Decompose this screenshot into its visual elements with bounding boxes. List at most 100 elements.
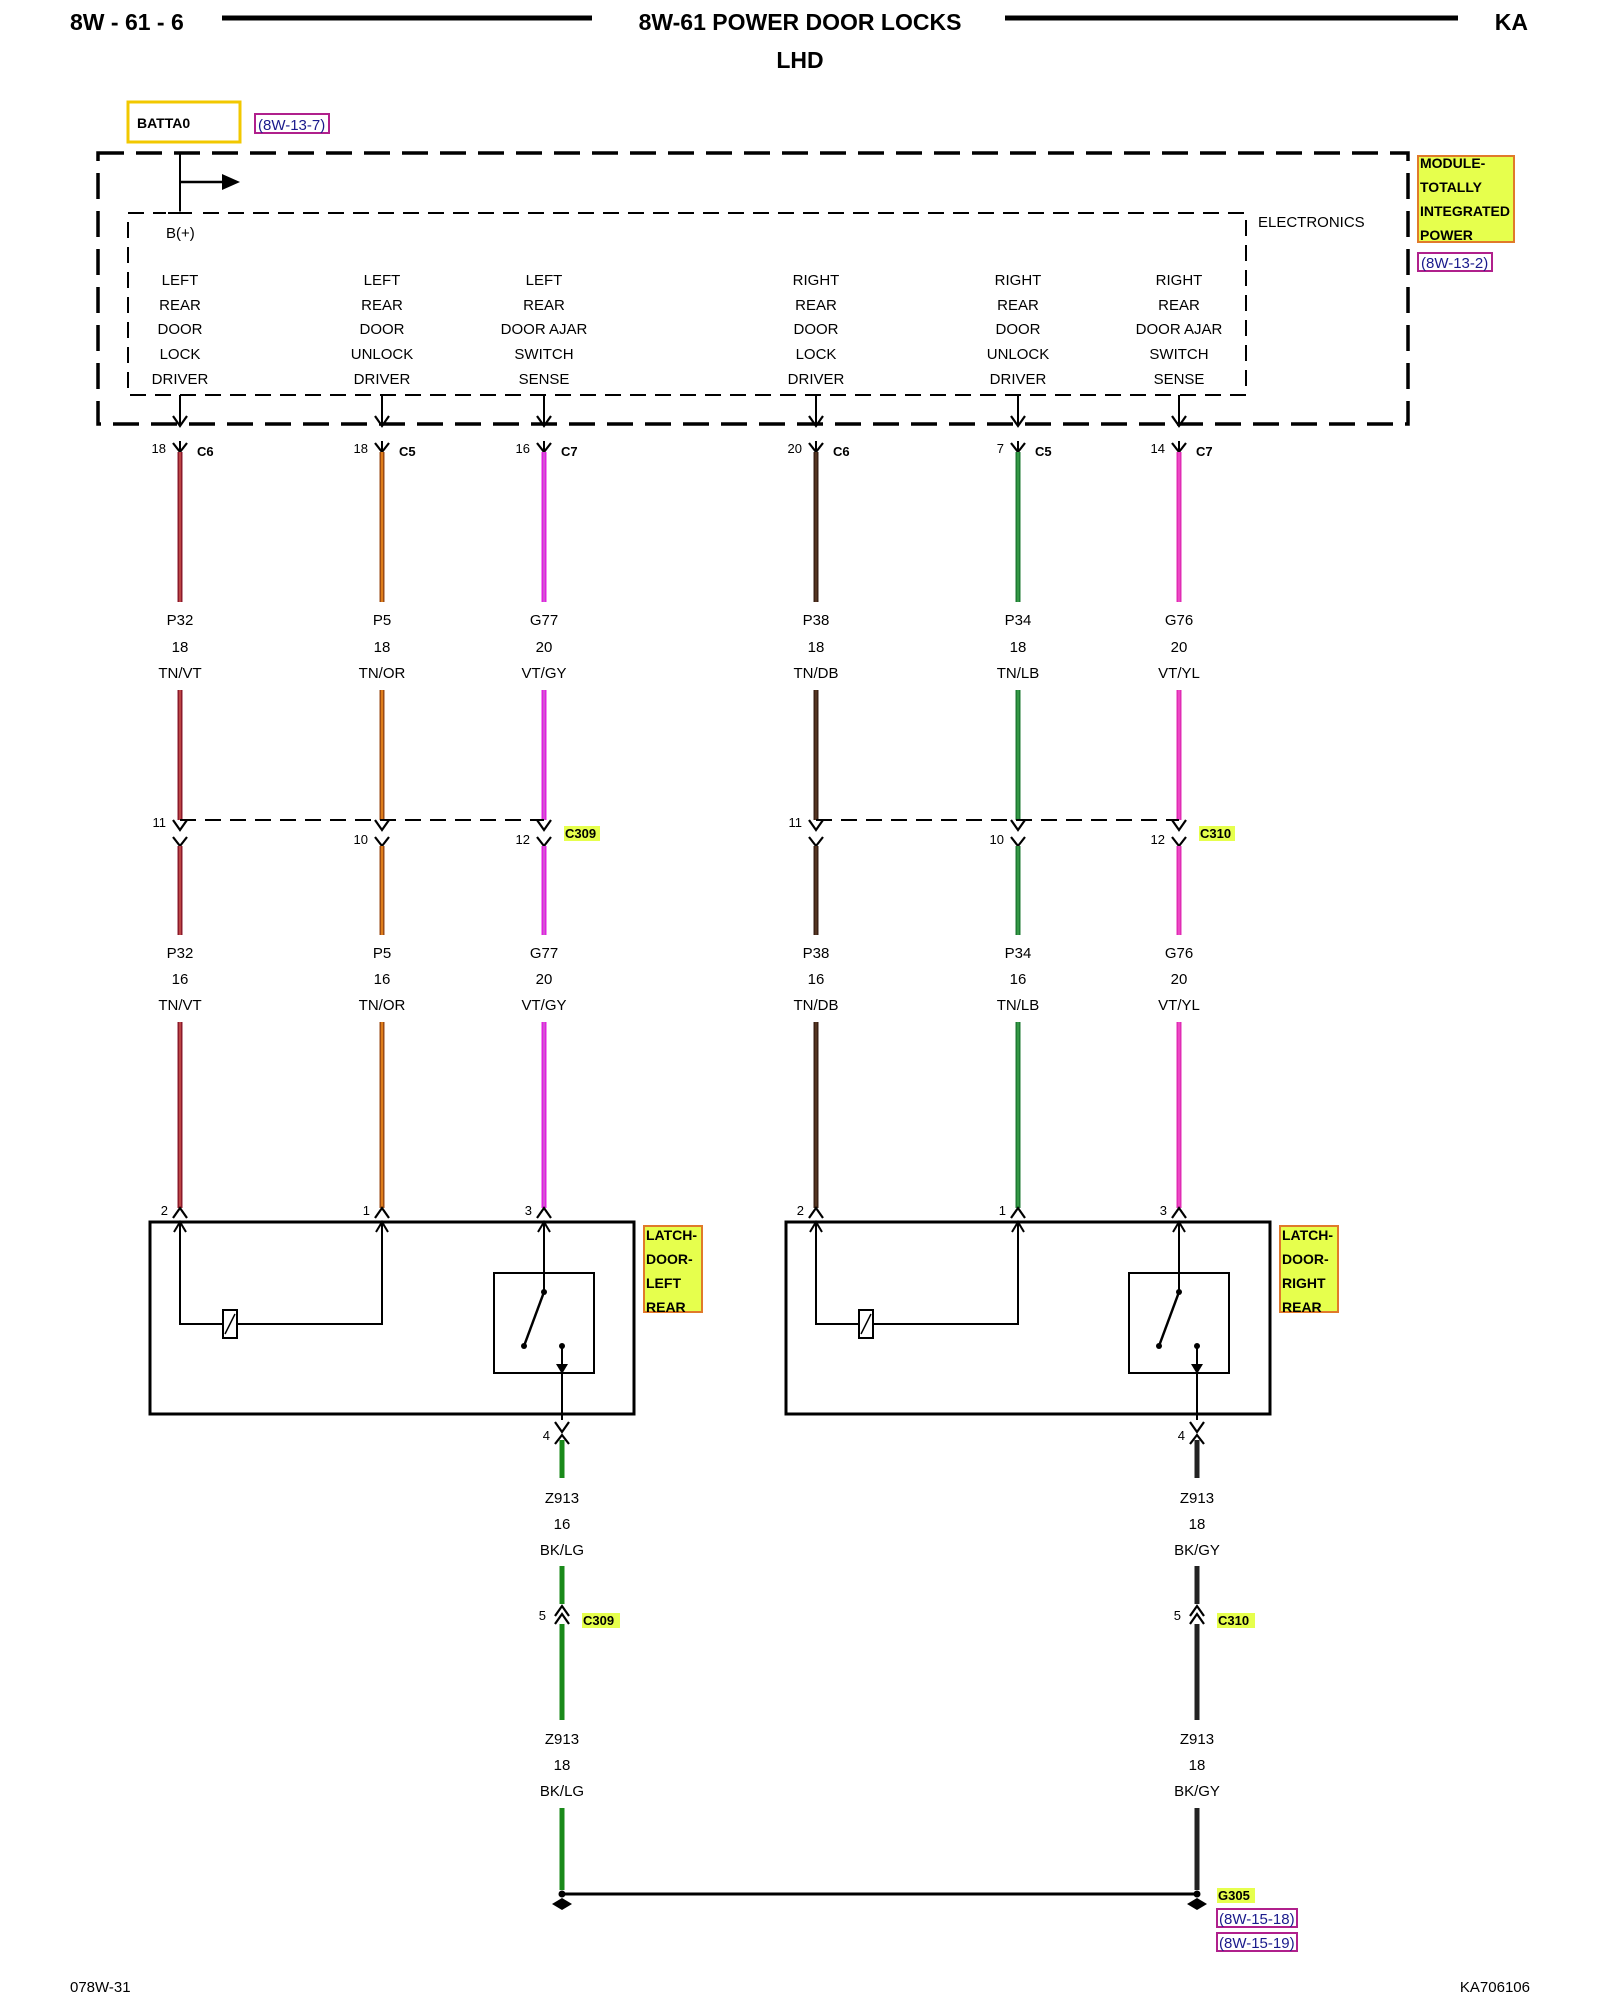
ground-ref-link[interactable]: (8W-15-19)	[1219, 1935, 1295, 1952]
function-label-line-4: UNLOCK	[987, 346, 1050, 363]
wire-color-code: TN/OR	[359, 997, 406, 1014]
module-pin-number: 7	[997, 441, 1004, 456]
function-label-line-1: RIGHT	[1156, 272, 1203, 289]
function-label-line-4: UNLOCK	[351, 346, 414, 363]
inline-pin-number: 12	[516, 832, 530, 847]
switch-contact-icon	[1157, 1291, 1181, 1347]
latch-name-line-3: LEFT	[646, 1275, 681, 1291]
latch-pin-symbol	[172, 1206, 188, 1219]
page-title: 8W-61 POWER DOOR LOCKS	[639, 9, 962, 35]
wire-color-code: TN/VT	[158, 665, 201, 682]
inline-connector-symbol	[1189, 1604, 1205, 1625]
wire-circuit-id: G76	[1165, 612, 1193, 629]
wire-circuit-id: P34	[1005, 612, 1032, 629]
wire-color-code: VT/GY	[521, 997, 566, 1014]
wire-gauge: 20	[536, 971, 553, 988]
arrow-symbol	[536, 415, 552, 428]
wire-circuit-id: P5	[373, 612, 391, 629]
function-label-line-5: DRIVER	[354, 371, 411, 388]
wire-gauge: 18	[1189, 1757, 1206, 1774]
latch-pin-symbol	[1010, 1206, 1026, 1219]
motor-circuit	[179, 1222, 383, 1325]
function-label-line-2: REAR	[997, 297, 1039, 314]
wire-gauge: 20	[536, 639, 553, 656]
module-pin-number: 14	[1151, 441, 1165, 456]
module-connector-id: C7	[1196, 444, 1213, 459]
function-label-line-3: DOOR AJAR	[501, 321, 588, 338]
latch-body	[784, 1220, 1272, 1416]
wire-gauge: 20	[1171, 971, 1188, 988]
latch-pin-symbol	[374, 1206, 390, 1219]
wire-circuit-id: P38	[803, 945, 830, 962]
wire-gauge: 20	[1171, 639, 1188, 656]
module-name-line-3: INTEGRATED	[1420, 203, 1510, 219]
inline-connector-id: C309	[565, 826, 596, 841]
wire-color-code: BK/GY	[1174, 1783, 1220, 1800]
module-connector-id: C7	[561, 444, 578, 459]
latch-name-line-4: REAR	[1282, 1299, 1322, 1315]
module-name-line-1: MODULE-	[1420, 155, 1486, 171]
power-source-ref[interactable]: (8W-13-7)	[258, 117, 325, 134]
module-name-line-4: POWER	[1420, 227, 1473, 243]
module-pin-number: 18	[354, 441, 368, 456]
wire-color-code: VT/YL	[1158, 997, 1200, 1014]
latch-name-line-3: RIGHT	[1282, 1275, 1326, 1291]
wire-circuit-id: G76	[1165, 945, 1193, 962]
connector-symbol	[1171, 836, 1187, 848]
function-label-line-2: REAR	[159, 297, 201, 314]
wire-gauge: 16	[554, 1516, 571, 1533]
power-source-ref-box	[254, 113, 330, 134]
connector-symbol	[554, 1433, 570, 1445]
wire-color-code: BK/LG	[540, 1783, 584, 1800]
page-id: 8W - 61 - 6	[70, 9, 184, 35]
wire-gauge: 18	[1189, 1516, 1206, 1533]
inline-pin-number: 10	[990, 832, 1004, 847]
module-connector-id: C6	[833, 444, 850, 459]
latch-name-line-4: REAR	[646, 1299, 686, 1315]
page-subtitle: LHD	[776, 47, 823, 73]
latch-ground-pin-number: 4	[543, 1428, 550, 1443]
function-label-line-1: RIGHT	[995, 272, 1042, 289]
function-label-line-4: SWITCH	[514, 346, 573, 363]
connector-symbol	[1189, 1433, 1205, 1445]
latch-name-line-2: DOOR-	[646, 1251, 693, 1267]
module-name-tag	[1417, 155, 1515, 243]
inline-pin-number: 12	[1151, 832, 1165, 847]
latch-pin-number: 2	[797, 1203, 804, 1218]
ground-ref-link[interactable]: (8W-15-18)	[1219, 1911, 1295, 1928]
latch-name-tag	[1279, 1225, 1339, 1313]
latch-name-tag	[643, 1225, 703, 1313]
function-label-line-1: LEFT	[526, 272, 563, 289]
function-label-line-2: REAR	[1158, 297, 1200, 314]
module-ref[interactable]: (8W-13-2)	[1421, 255, 1488, 272]
motor-circuit	[815, 1222, 1019, 1325]
inline-pin-number: 5	[1174, 1608, 1181, 1623]
wire-gauge: 16	[1010, 971, 1027, 988]
ground-ref-box	[1216, 1908, 1298, 1928]
function-label-line-1: LEFT	[162, 272, 199, 289]
wire-color-code: TN/LB	[997, 997, 1040, 1014]
function-label-line-3: DOOR	[158, 321, 203, 338]
wire-circuit-id: G77	[530, 612, 558, 629]
wire-gauge: 16	[808, 971, 825, 988]
latch-name-line-1: LATCH-	[646, 1227, 697, 1243]
wire-circuit-id: Z913	[1180, 1731, 1214, 1748]
connector-symbol	[172, 836, 188, 848]
latch-ground-pin-number: 4	[1178, 1428, 1185, 1443]
connector-symbol	[374, 836, 390, 848]
wire-circuit-id: G77	[530, 945, 558, 962]
latch-body	[148, 1220, 636, 1416]
module-name-line-2: TOTALLY	[1420, 179, 1483, 195]
bplus-label: B(+)	[166, 225, 195, 242]
wire-color-code: TN/DB	[794, 665, 839, 682]
